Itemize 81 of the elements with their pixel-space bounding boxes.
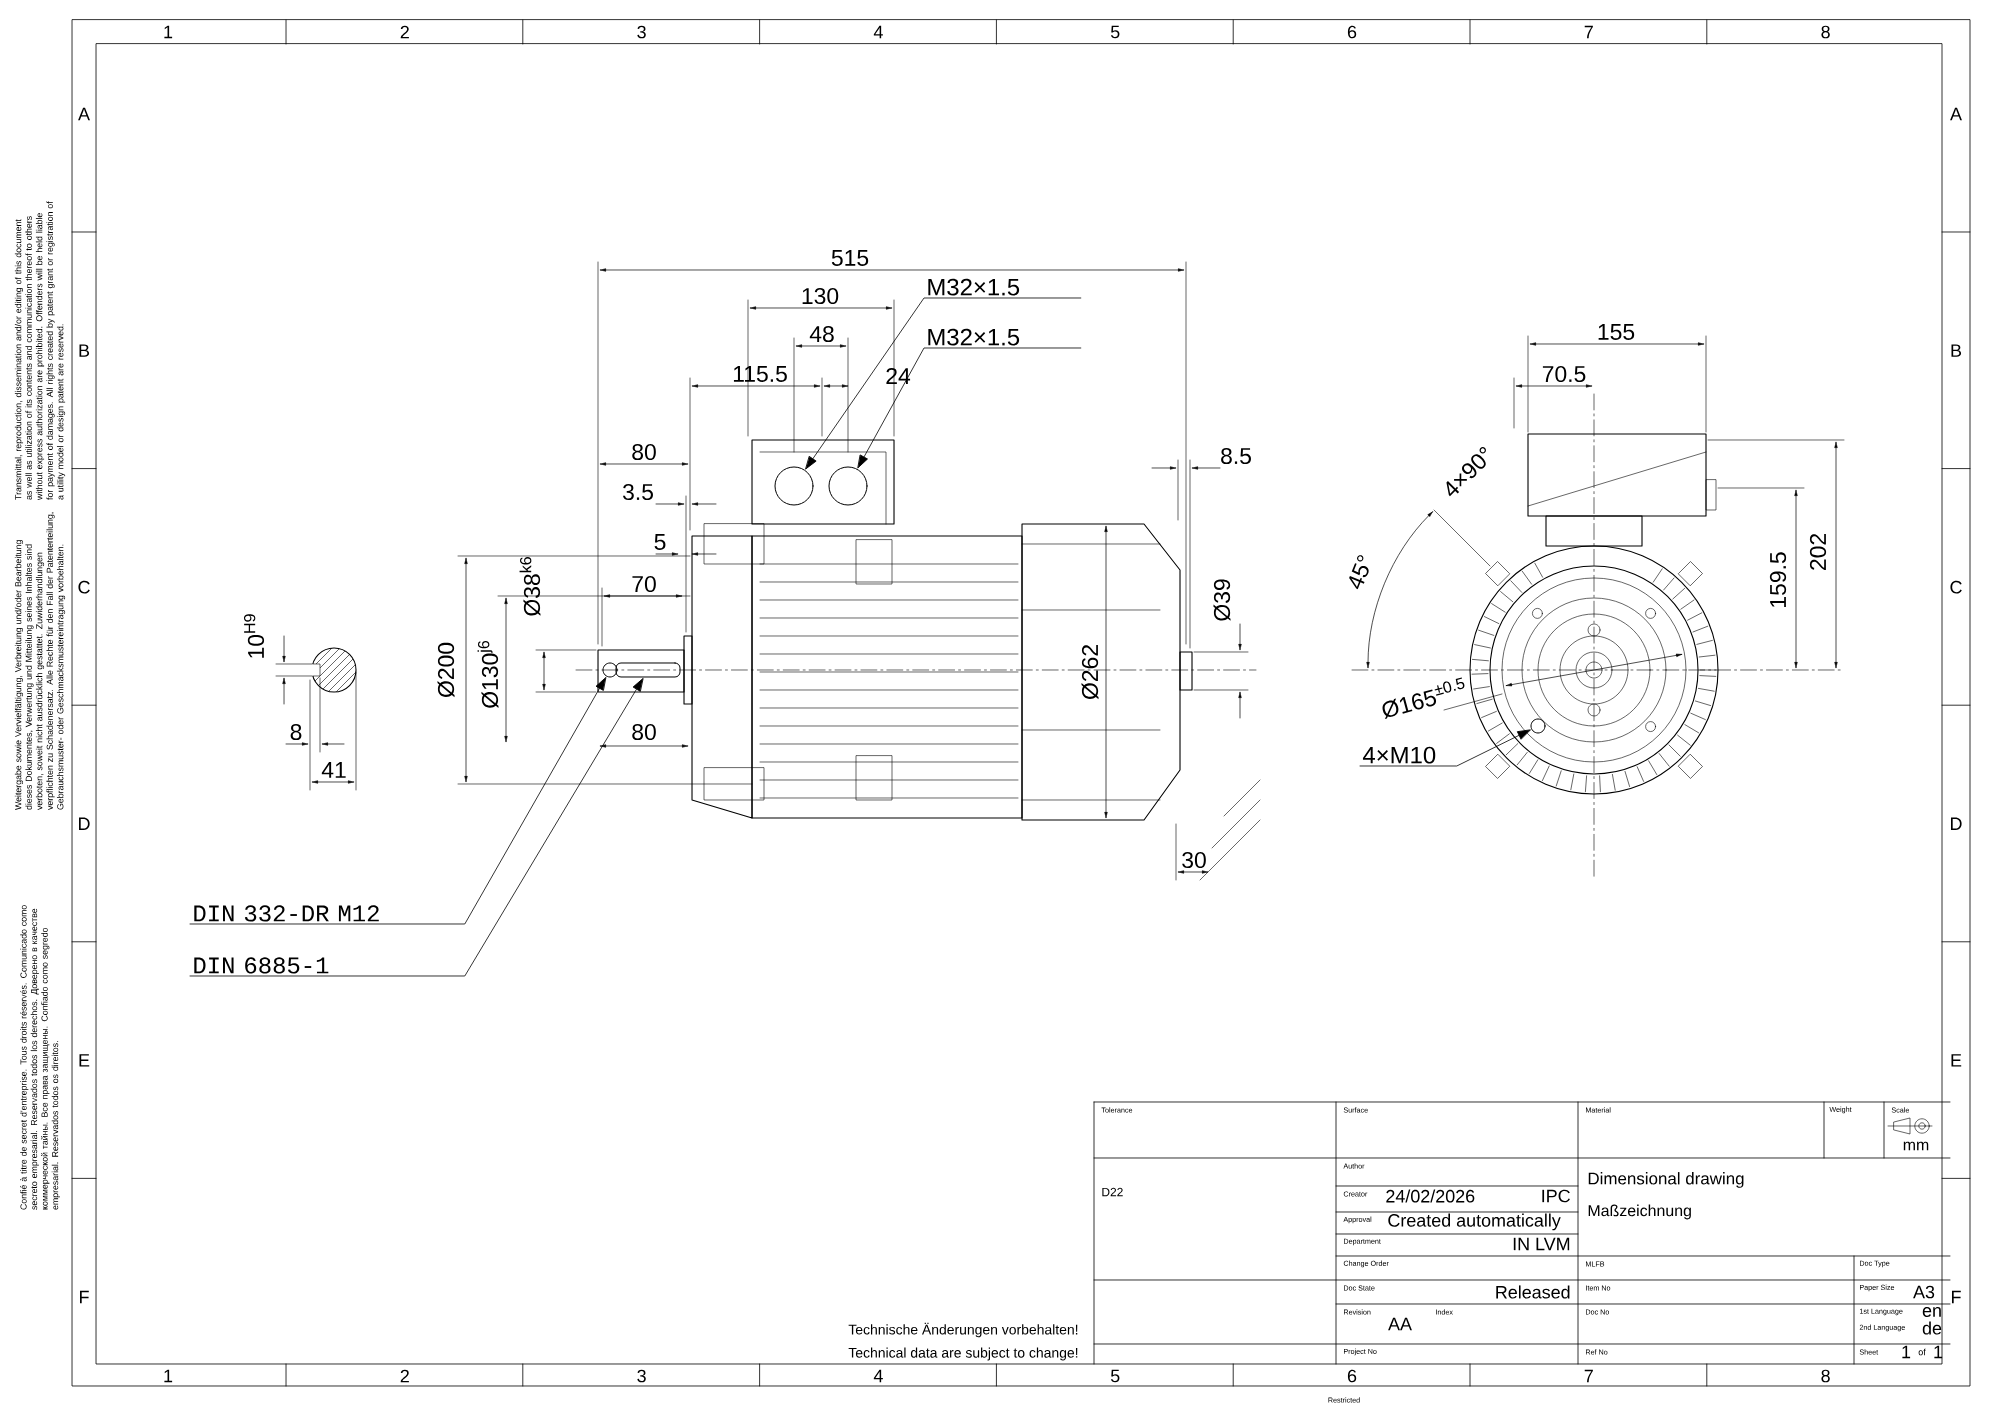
grid-reference: C [1950, 580, 1962, 594]
dimension-label: 155 [1598, 324, 1635, 340]
grid-reference: 2 [400, 25, 409, 39]
dimension-label: Ø39 [1213, 579, 1231, 621]
dimension-label: 10$^{H9}$ [244, 614, 265, 658]
dimension-label: 515 [831, 250, 869, 266]
field-value: Created automatically [1388, 1213, 1561, 1231]
keyway [615, 662, 681, 678]
field-value: en [1922, 1307, 1941, 1317]
dimension-label: 159.5 [1769, 552, 1787, 607]
grid-reference: 5 [1110, 1369, 1120, 1383]
grid-reference: B [1951, 344, 1962, 357]
grid-reference: 4 [873, 1369, 883, 1383]
dimension-label: Ø200 [437, 642, 455, 698]
grid-reference: F [80, 1290, 89, 1304]
dimension-label: 5 [654, 534, 666, 550]
callout-label: 4×M10 [1362, 746, 1436, 764]
grid-reference: 5 [1110, 25, 1120, 39]
grid-reference: 6 [1347, 1369, 1357, 1383]
dimension-label: 41 [321, 762, 346, 778]
dimension-label: 48 [809, 325, 834, 343]
field-value: A3 [1913, 1285, 1935, 1299]
grid-reference: 8 [1821, 25, 1830, 39]
dimension-label: Ø165$^{±0.5}$ [1382, 677, 1465, 720]
grid-reference: 7 [1584, 1369, 1593, 1383]
field-value: 1 [1934, 1345, 1943, 1359]
grid-reference: 4 [873, 25, 883, 39]
dimension-label: 45° [1349, 555, 1369, 590]
dimension-label: Ø262 [1081, 645, 1099, 700]
cable-gland [774, 466, 814, 506]
callout-label: DIN 332-DR M12 [194, 905, 379, 922]
leader-line [805, 297, 1082, 470]
field-value: 24/02/2026 [1386, 1189, 1475, 1203]
grid-reference: 6 [1347, 25, 1357, 39]
dimension-label: 80 [632, 443, 656, 461]
leader-line [857, 347, 1082, 469]
dimension-label: Ø130$^{j6}$ [477, 640, 499, 708]
grid-reference: F [1952, 1290, 1961, 1304]
dimension-label: 202 [1809, 534, 1827, 570]
field-value: AA [1388, 1317, 1412, 1331]
dimension-label: 130 [802, 287, 839, 305]
field-value: Released [1496, 1285, 1570, 1299]
grid-reference: A [1950, 107, 1962, 121]
callout-label: M32×1.5 [928, 278, 1020, 296]
dimension-label: 8 [290, 723, 302, 741]
field-value: de [1922, 1321, 1942, 1335]
dimension-label: 24 [886, 368, 911, 384]
cable-gland [828, 466, 868, 506]
leader-line [1359, 729, 1531, 767]
grid-reference: 1 [164, 1369, 173, 1383]
grid-reference: E [1951, 1054, 1962, 1067]
grid-reference: E [79, 1054, 90, 1067]
grid-reference: D [1951, 817, 1962, 830]
grid-reference: 8 [1821, 1369, 1830, 1383]
grid-reference: 3 [637, 25, 646, 39]
dimension-label: Ø38$^{k6}$ [519, 557, 541, 616]
field-value: IN LVM [1513, 1237, 1570, 1251]
dimension-label: 8.5 [1221, 447, 1251, 465]
dimension-label: 3.5 [622, 483, 653, 501]
grid-reference: 2 [400, 1369, 409, 1383]
bolt-hole [1530, 718, 1546, 734]
field-value: 1 [1902, 1345, 1911, 1359]
field-value: Dimensional drawing [1588, 1172, 1744, 1188]
grid-reference: A [78, 107, 90, 121]
grid-reference: C [78, 580, 90, 594]
grid-reference: 1 [164, 25, 173, 39]
grid-reference: 3 [637, 1369, 646, 1383]
dimension-label: 70.5 [1542, 365, 1586, 383]
dimension-label: 115.5 [733, 366, 787, 382]
leader-line [189, 677, 607, 925]
centre-hole [602, 662, 618, 678]
callout-label: M32×1.5 [928, 328, 1020, 346]
dimension-label: 70 [632, 575, 656, 593]
dimension-label: 30 [1182, 851, 1206, 869]
field-value: IPC [1542, 1189, 1570, 1203]
callout-label: DIN 6885-1 [194, 957, 329, 974]
grid-reference: 7 [1584, 25, 1593, 39]
dimension-label: 80 [632, 723, 656, 741]
grid-reference: D [79, 817, 90, 830]
leader-line [189, 678, 644, 977]
grid-reference: B [79, 344, 90, 357]
